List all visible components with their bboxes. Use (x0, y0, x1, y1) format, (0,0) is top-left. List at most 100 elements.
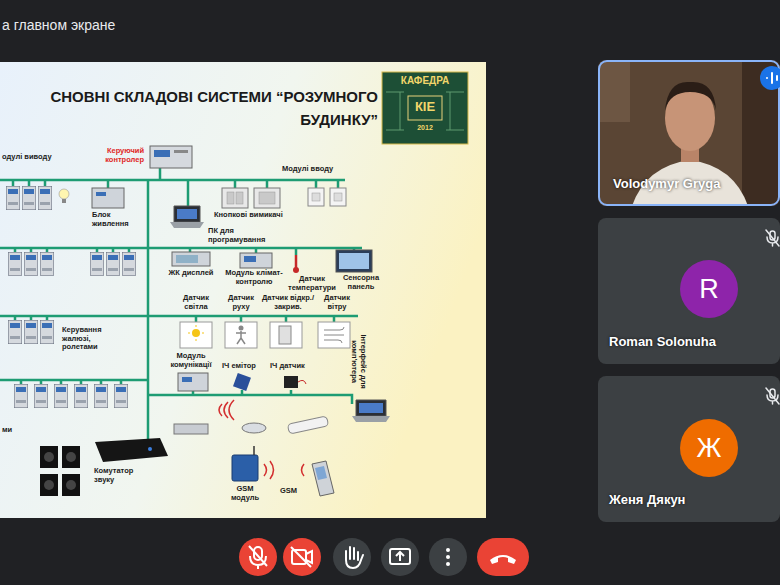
participant-tile: Женя ДякунЖ (598, 376, 780, 522)
logo-text: 2012 (384, 124, 466, 132)
laptop-icon (177, 209, 197, 219)
bus-line (13, 180, 45, 186)
controller-device (150, 146, 192, 168)
speaker (66, 452, 76, 462)
mobile-phone (312, 461, 334, 496)
speaker (44, 452, 54, 462)
push-button (259, 192, 275, 204)
power-supply (96, 192, 106, 196)
component-label: Датчик руху (221, 294, 261, 311)
din-module (90, 252, 103, 275)
power-supply (92, 188, 124, 208)
speaker (40, 474, 58, 496)
din-module (38, 186, 51, 209)
din-module (40, 320, 53, 343)
gsm-signal (302, 464, 305, 476)
speaking-indicator (760, 66, 780, 90)
component-label: Блок живлення (92, 211, 142, 228)
ir-signal (219, 400, 234, 420)
avatar-circle-shape (680, 260, 738, 318)
ir-emitter (233, 373, 251, 391)
gsm-signal (270, 461, 274, 479)
top-bar-text: а главном экране (2, 17, 222, 33)
power-supply (92, 188, 124, 208)
component-label: ЖК дисплей (166, 269, 216, 278)
din-module (22, 186, 35, 209)
muted-icon (766, 230, 779, 404)
laptop-icon (170, 222, 204, 228)
bus-line (147, 180, 150, 440)
thermometer (293, 267, 299, 273)
toolbar-button (291, 547, 312, 567)
toolbar-button (283, 538, 321, 576)
toolbar-button (333, 538, 371, 576)
bus-line (196, 316, 334, 322)
sensor-icon (192, 329, 200, 337)
bus-line (0, 247, 362, 250)
sensor-icon (279, 326, 291, 344)
gsm-module (232, 446, 258, 481)
climate-module (240, 253, 272, 268)
department-logo (382, 72, 468, 144)
toolbar-button (239, 538, 277, 576)
push-button (222, 188, 280, 208)
ir-sensor (298, 380, 306, 384)
bus-line (159, 168, 162, 180)
audio-switch (95, 438, 168, 462)
din-module (114, 384, 127, 407)
bus-line (235, 180, 267, 188)
laptop-icon (174, 206, 200, 222)
participant-name: Roman Solonuha (609, 334, 716, 349)
speaker (40, 446, 58, 468)
lcd-display (176, 255, 198, 263)
controller-device (150, 146, 192, 168)
ir-sensor (284, 376, 298, 388)
participant-name: Volodymyr Gryga (613, 176, 720, 191)
component-label: Інтерфейс для комп'ютера (349, 331, 366, 393)
bus-line (148, 394, 345, 397)
component-label: GSM (280, 487, 310, 496)
interface-laptop (352, 416, 390, 422)
toolbar-button (429, 538, 467, 576)
climate-module (244, 256, 256, 262)
climate-module (240, 253, 272, 268)
light-bulb (59, 189, 69, 199)
mobile-phone (315, 466, 327, 480)
media-device (287, 416, 328, 434)
din-module (40, 252, 53, 275)
touch-panel (339, 253, 369, 269)
din-module (74, 384, 87, 407)
participant-tile (598, 376, 780, 522)
media-device (242, 423, 266, 433)
audio-switch (148, 447, 152, 451)
component-label: Модуль комунікації (164, 352, 218, 369)
toolbar-button (477, 538, 529, 576)
component-label: GSM модуль (226, 485, 264, 502)
sensor-icon (324, 327, 344, 343)
sensor-icon (236, 331, 246, 344)
component-label: ми (2, 426, 22, 435)
gsm-signal (264, 464, 267, 476)
avatar-circle: Ж (680, 419, 738, 477)
component-label: Датчик температури (286, 275, 338, 292)
video-tile (665, 82, 716, 110)
sensor-icon (239, 326, 244, 331)
controller-device (154, 150, 170, 157)
toolbar-button (239, 538, 529, 576)
bus-line (187, 180, 190, 206)
din-module (6, 186, 19, 209)
din-module (8, 320, 21, 343)
lcd-display (172, 252, 210, 266)
mobile-phone (312, 461, 334, 496)
avatar-circle: R (680, 260, 738, 318)
bus-line (345, 395, 352, 404)
department-logo (382, 72, 468, 144)
slide-background (0, 62, 486, 518)
speaker (40, 446, 80, 496)
ir-emitter (233, 373, 251, 391)
toolbar-button (446, 548, 450, 552)
muted-icon (766, 230, 779, 246)
din-module (106, 252, 119, 275)
video-tile (598, 60, 780, 206)
push-button (254, 188, 280, 208)
